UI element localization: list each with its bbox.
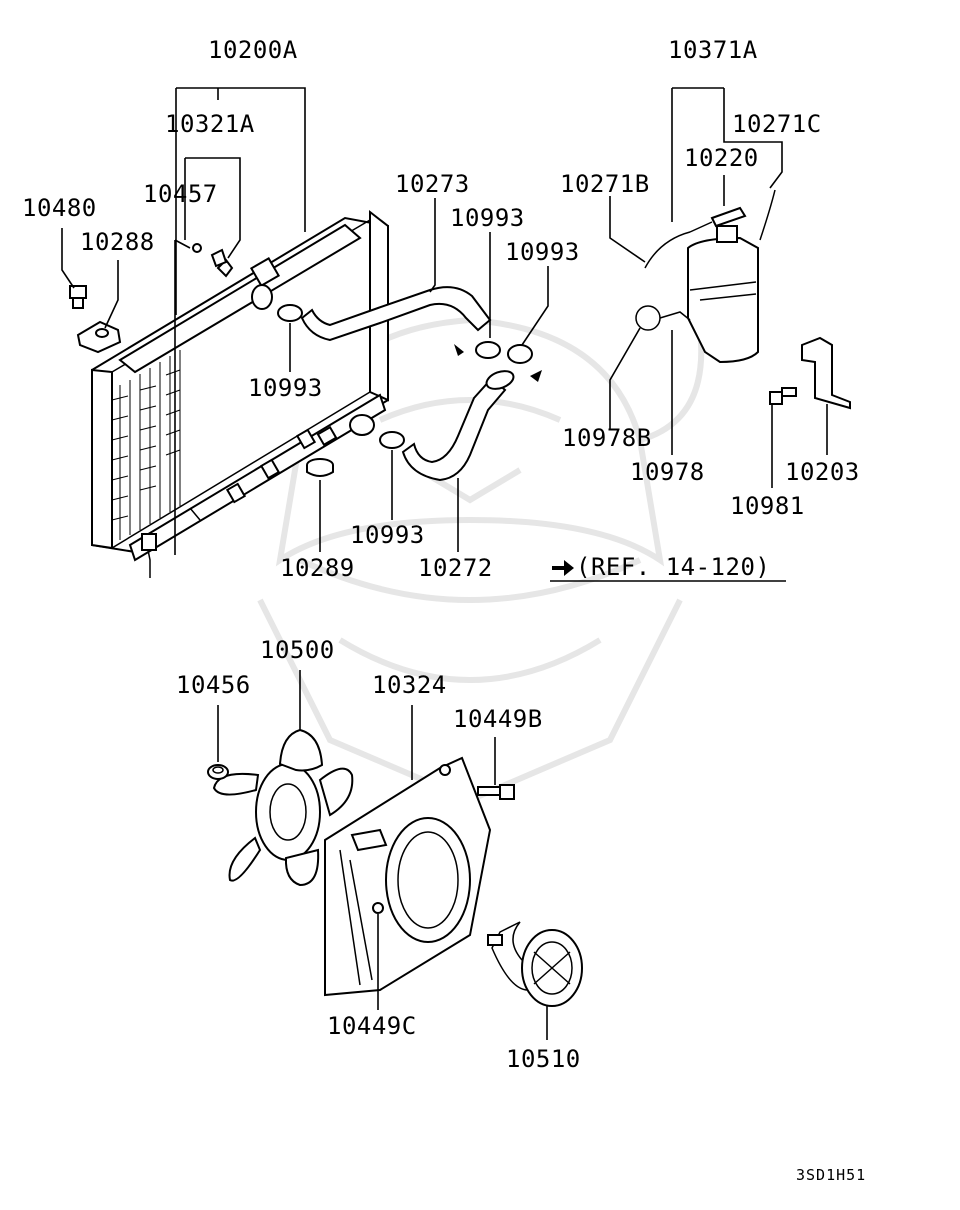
flow-arrow xyxy=(454,344,542,382)
bracket-10288 xyxy=(76,320,122,354)
ref-arrow-icon xyxy=(552,560,574,576)
fan-motor xyxy=(487,921,583,1007)
part-label-10321A: 10321A xyxy=(165,110,255,138)
fan-shroud xyxy=(324,756,492,997)
part-label-10288: 10288 xyxy=(80,228,155,256)
hose-clamp xyxy=(277,304,533,449)
part-label-10993: 10993 xyxy=(248,374,323,402)
part-label-10993: 10993 xyxy=(450,204,525,232)
part-label-10203: 10203 xyxy=(785,458,860,486)
part-label-10978B: 10978B xyxy=(562,424,652,452)
nut-10456 xyxy=(207,764,229,780)
part-label-10449C: 10449C xyxy=(327,1012,417,1040)
fan-blade xyxy=(212,728,354,887)
tank-bracket xyxy=(801,336,851,410)
grommet-10289 xyxy=(306,458,334,477)
part-label-10220: 10220 xyxy=(684,144,759,172)
radiator xyxy=(91,209,389,578)
reserve-tank xyxy=(644,189,776,364)
part-label-10271B: 10271B xyxy=(560,170,650,198)
part-label-10510: 10510 xyxy=(506,1045,581,1073)
part-label-10456: 10456 xyxy=(176,671,251,699)
part-label-10271C: 10271C xyxy=(732,110,822,138)
part-label-10324: 10324 xyxy=(372,671,447,699)
part-label-10981: 10981 xyxy=(730,492,805,520)
bolt-10981 xyxy=(769,387,797,405)
bolt-10480 xyxy=(69,285,87,309)
part-label-10371A: 10371A xyxy=(668,36,758,64)
part-label-10272: 10272 xyxy=(418,554,493,582)
part-label-10993: 10993 xyxy=(350,521,425,549)
leader-lines xyxy=(61,87,828,1040)
overflow-hose xyxy=(635,305,691,331)
bolt-10449B xyxy=(477,784,515,800)
reference-note: (REF. 14-120) xyxy=(576,553,770,581)
part-label-10480: 10480 xyxy=(22,194,97,222)
diagram-code: 3SD1H51 xyxy=(796,1166,866,1184)
part-label-10500: 10500 xyxy=(260,636,335,664)
lower-hose xyxy=(401,370,515,482)
part-label-10273: 10273 xyxy=(395,170,470,198)
radiator-cap xyxy=(210,248,234,278)
part-label-10457: 10457 xyxy=(143,180,218,208)
part-label-10449B: 10449B xyxy=(453,705,543,733)
part-label-10993: 10993 xyxy=(505,238,580,266)
part-label-10289: 10289 xyxy=(280,554,355,582)
part-label-10978: 10978 xyxy=(630,458,705,486)
part-label-10200A: 10200A xyxy=(208,36,298,64)
drain-plug xyxy=(192,243,202,253)
